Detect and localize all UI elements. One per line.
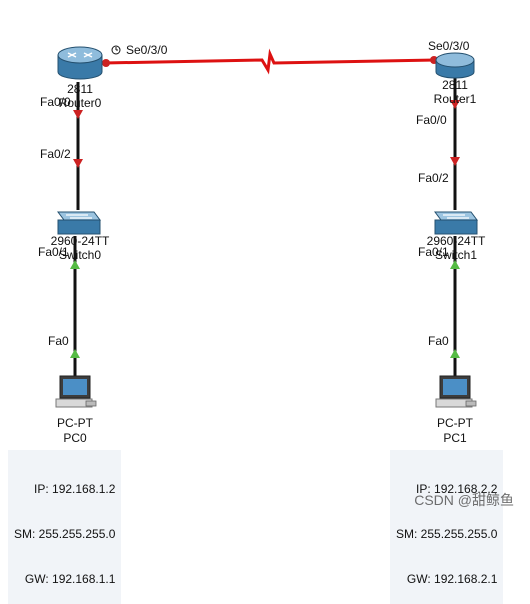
pc1-ip: IP: 192.168.2.2	[416, 482, 498, 496]
port-label-r0-fa: Fa0/0	[40, 95, 71, 109]
pc1-icon[interactable]	[435, 375, 477, 408]
pc1-model: PC-PT	[437, 416, 473, 430]
watermark: CSDN @甜鲸鱼	[414, 492, 514, 508]
port-label-r0-serial: Se0/3/0	[126, 43, 168, 57]
port-label-sw0-fa01: Fa0/1	[38, 245, 69, 259]
pc0-model: PC-PT	[57, 416, 93, 430]
port-label-pc1: Fa0	[428, 334, 449, 348]
router0-name: Router0	[58, 96, 102, 110]
pc1-config-note: IP: 192.168.2.2 SM: 255.255.255.0 GW: 19…	[390, 450, 504, 604]
port-label-sw1-fa01: Fa0/1	[418, 245, 449, 259]
router0-model: 2811	[67, 82, 93, 96]
port-status-r1-fa	[450, 100, 460, 109]
port-label-sw0-fa02: Fa0/2	[40, 147, 71, 161]
router1-icon[interactable]	[435, 52, 475, 79]
port-status-sw1-fa02	[450, 157, 460, 166]
switch1-name: Switch1	[434, 248, 478, 262]
switch0-icon[interactable]	[57, 211, 101, 235]
router0-icon[interactable]	[57, 46, 103, 80]
port-label-pc0: Fa0	[48, 334, 69, 348]
port-status-pc1	[450, 349, 460, 358]
port-label-sw1-fa02: Fa0/2	[418, 171, 449, 185]
port-status-r0-serial	[102, 59, 110, 67]
port-status-r0-fa	[73, 110, 83, 119]
switch1-icon[interactable]	[434, 211, 478, 235]
pc0-icon[interactable]	[55, 375, 97, 408]
pc1-gateway: GW: 192.168.2.1	[406, 572, 498, 586]
switch1-model: 2960-24TT	[426, 234, 486, 248]
serial-link[interactable]	[103, 48, 437, 75]
router1-model: 2811	[442, 78, 468, 92]
pc0-subnet-mask: SM: 255.255.255.0	[14, 527, 116, 541]
port-status-pc0	[70, 349, 80, 358]
pc1-subnet-mask: SM: 255.255.255.0	[396, 527, 498, 541]
router1-name: Router1	[433, 92, 477, 106]
pc0-name: PC0	[63, 431, 87, 445]
port-label-r1-serial: Se0/3/0	[428, 39, 470, 53]
port-label-r1-fa: Fa0/0	[416, 113, 447, 127]
clock-icon	[111, 45, 121, 55]
switch0-name: Switch0	[58, 248, 102, 262]
switch0-model: 2960-24TT	[50, 234, 110, 248]
pc0-config-note: IP: 192.168.1.2 SM: 255.255.255.0 GW: 19…	[8, 450, 122, 604]
port-status-sw0-fa01	[70, 260, 80, 269]
pc0-gateway: GW: 192.168.1.1	[24, 572, 116, 586]
topology-canvas	[55, 45, 478, 408]
port-status-sw1-fa01	[450, 260, 460, 269]
pc1-name: PC1	[443, 431, 467, 445]
port-status-sw0-fa02	[73, 159, 83, 168]
pc0-ip: IP: 192.168.1.2	[34, 482, 116, 496]
